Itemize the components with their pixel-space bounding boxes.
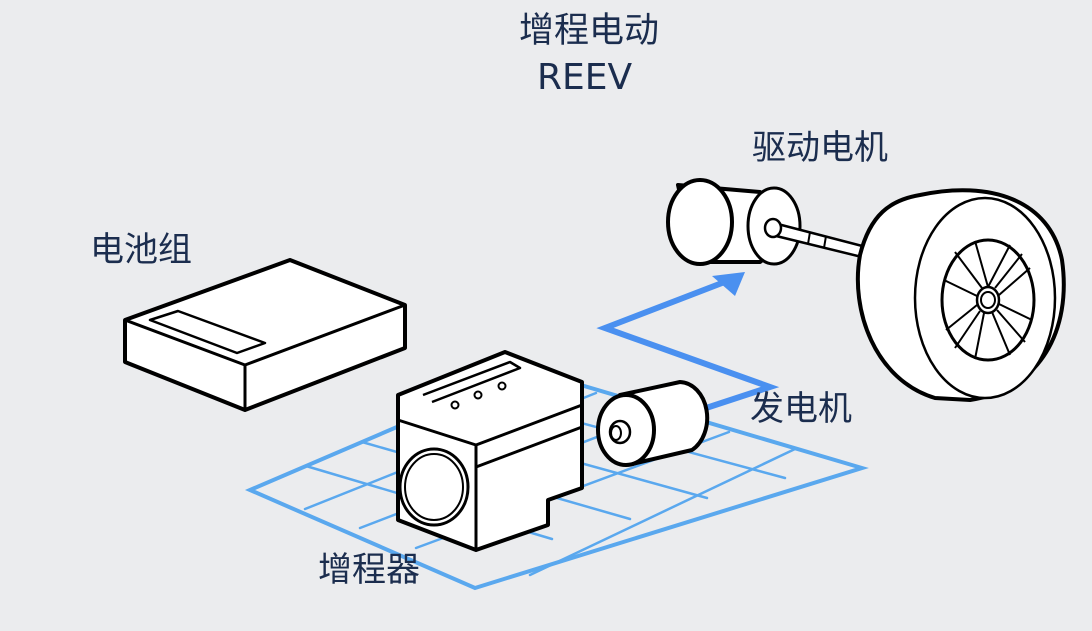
generator-icon (596, 380, 710, 467)
diagram-subtitle: REEV (537, 57, 633, 98)
arrow-head-icon (712, 272, 745, 296)
wheel-icon (855, 188, 1066, 403)
range-extender-label: 增程器 (318, 550, 420, 590)
energy-flow-arrow (596, 272, 780, 413)
drive-motor-label: 驱动电机 (752, 128, 888, 168)
generator-label: 发电机 (750, 389, 852, 429)
diagram-title: 增程电动 (519, 11, 660, 51)
drive-motor-icon (666, 178, 872, 266)
range-extender-icon (396, 350, 584, 552)
battery-label: 电池组 (90, 230, 192, 270)
battery-pack-icon (123, 258, 407, 412)
wheel-spokes (943, 240, 1033, 360)
